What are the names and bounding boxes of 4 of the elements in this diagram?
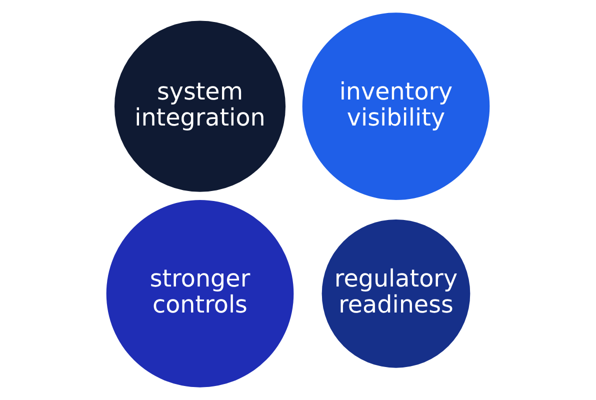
- node-circle: system integration: [114, 20, 286, 192]
- node-circle: inventory visibility: [302, 12, 490, 200]
- node-circle: regulatory readiness: [322, 220, 470, 368]
- node-circle: stronger controls: [106, 200, 294, 388]
